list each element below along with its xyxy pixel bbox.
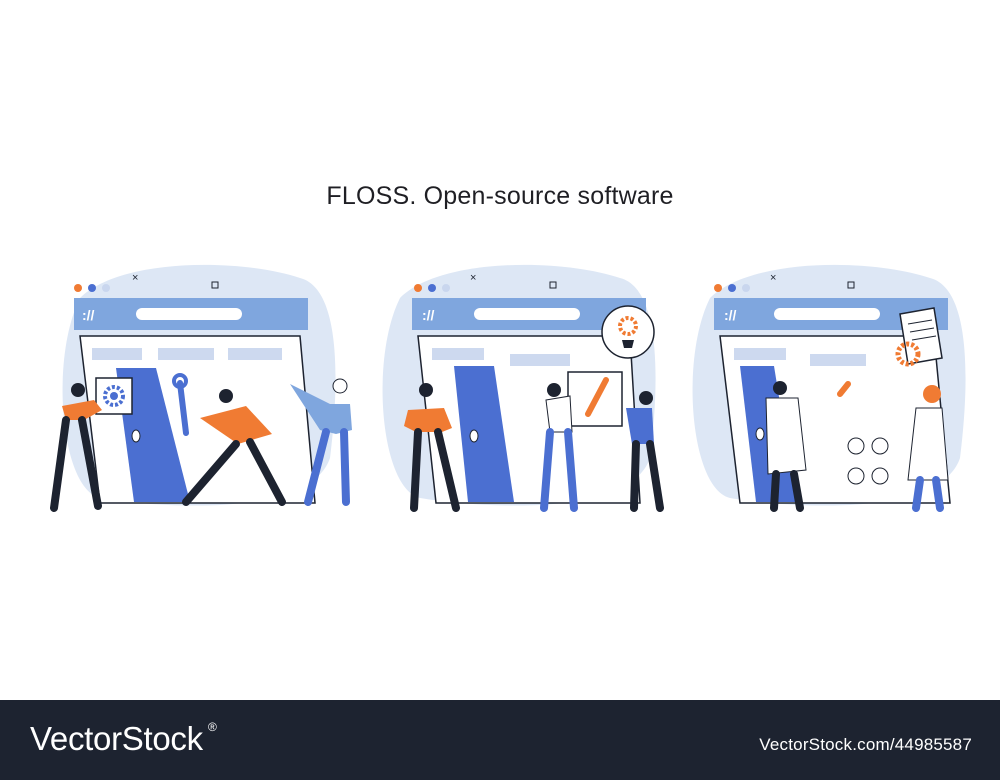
illustration-scene-1: × :// bbox=[40, 258, 360, 520]
gear-icon bbox=[103, 385, 125, 407]
svg-text:×: × bbox=[470, 272, 476, 284]
code-label: :// bbox=[82, 307, 95, 323]
illustration-scene-3: × :// bbox=[670, 258, 990, 520]
illustration-scene-2: × :// bbox=[360, 258, 680, 520]
svg-text:×: × bbox=[770, 272, 776, 284]
svg-text:×: × bbox=[132, 272, 138, 284]
code-label: :// bbox=[422, 307, 435, 323]
image-id-text: VectorStock.com/44985587 bbox=[759, 735, 972, 754]
registered-mark: ® bbox=[208, 720, 217, 734]
code-label: :// bbox=[724, 307, 737, 323]
footer-bar: VectorStock ® VectorStock.com/44985587 bbox=[0, 700, 1000, 780]
brand-logo: VectorStock bbox=[30, 720, 203, 757]
lightbulb-gear-icon bbox=[601, 305, 655, 359]
document-gear-icon bbox=[895, 307, 943, 367]
page-title: FLOSS. Open-source software bbox=[326, 182, 674, 210]
